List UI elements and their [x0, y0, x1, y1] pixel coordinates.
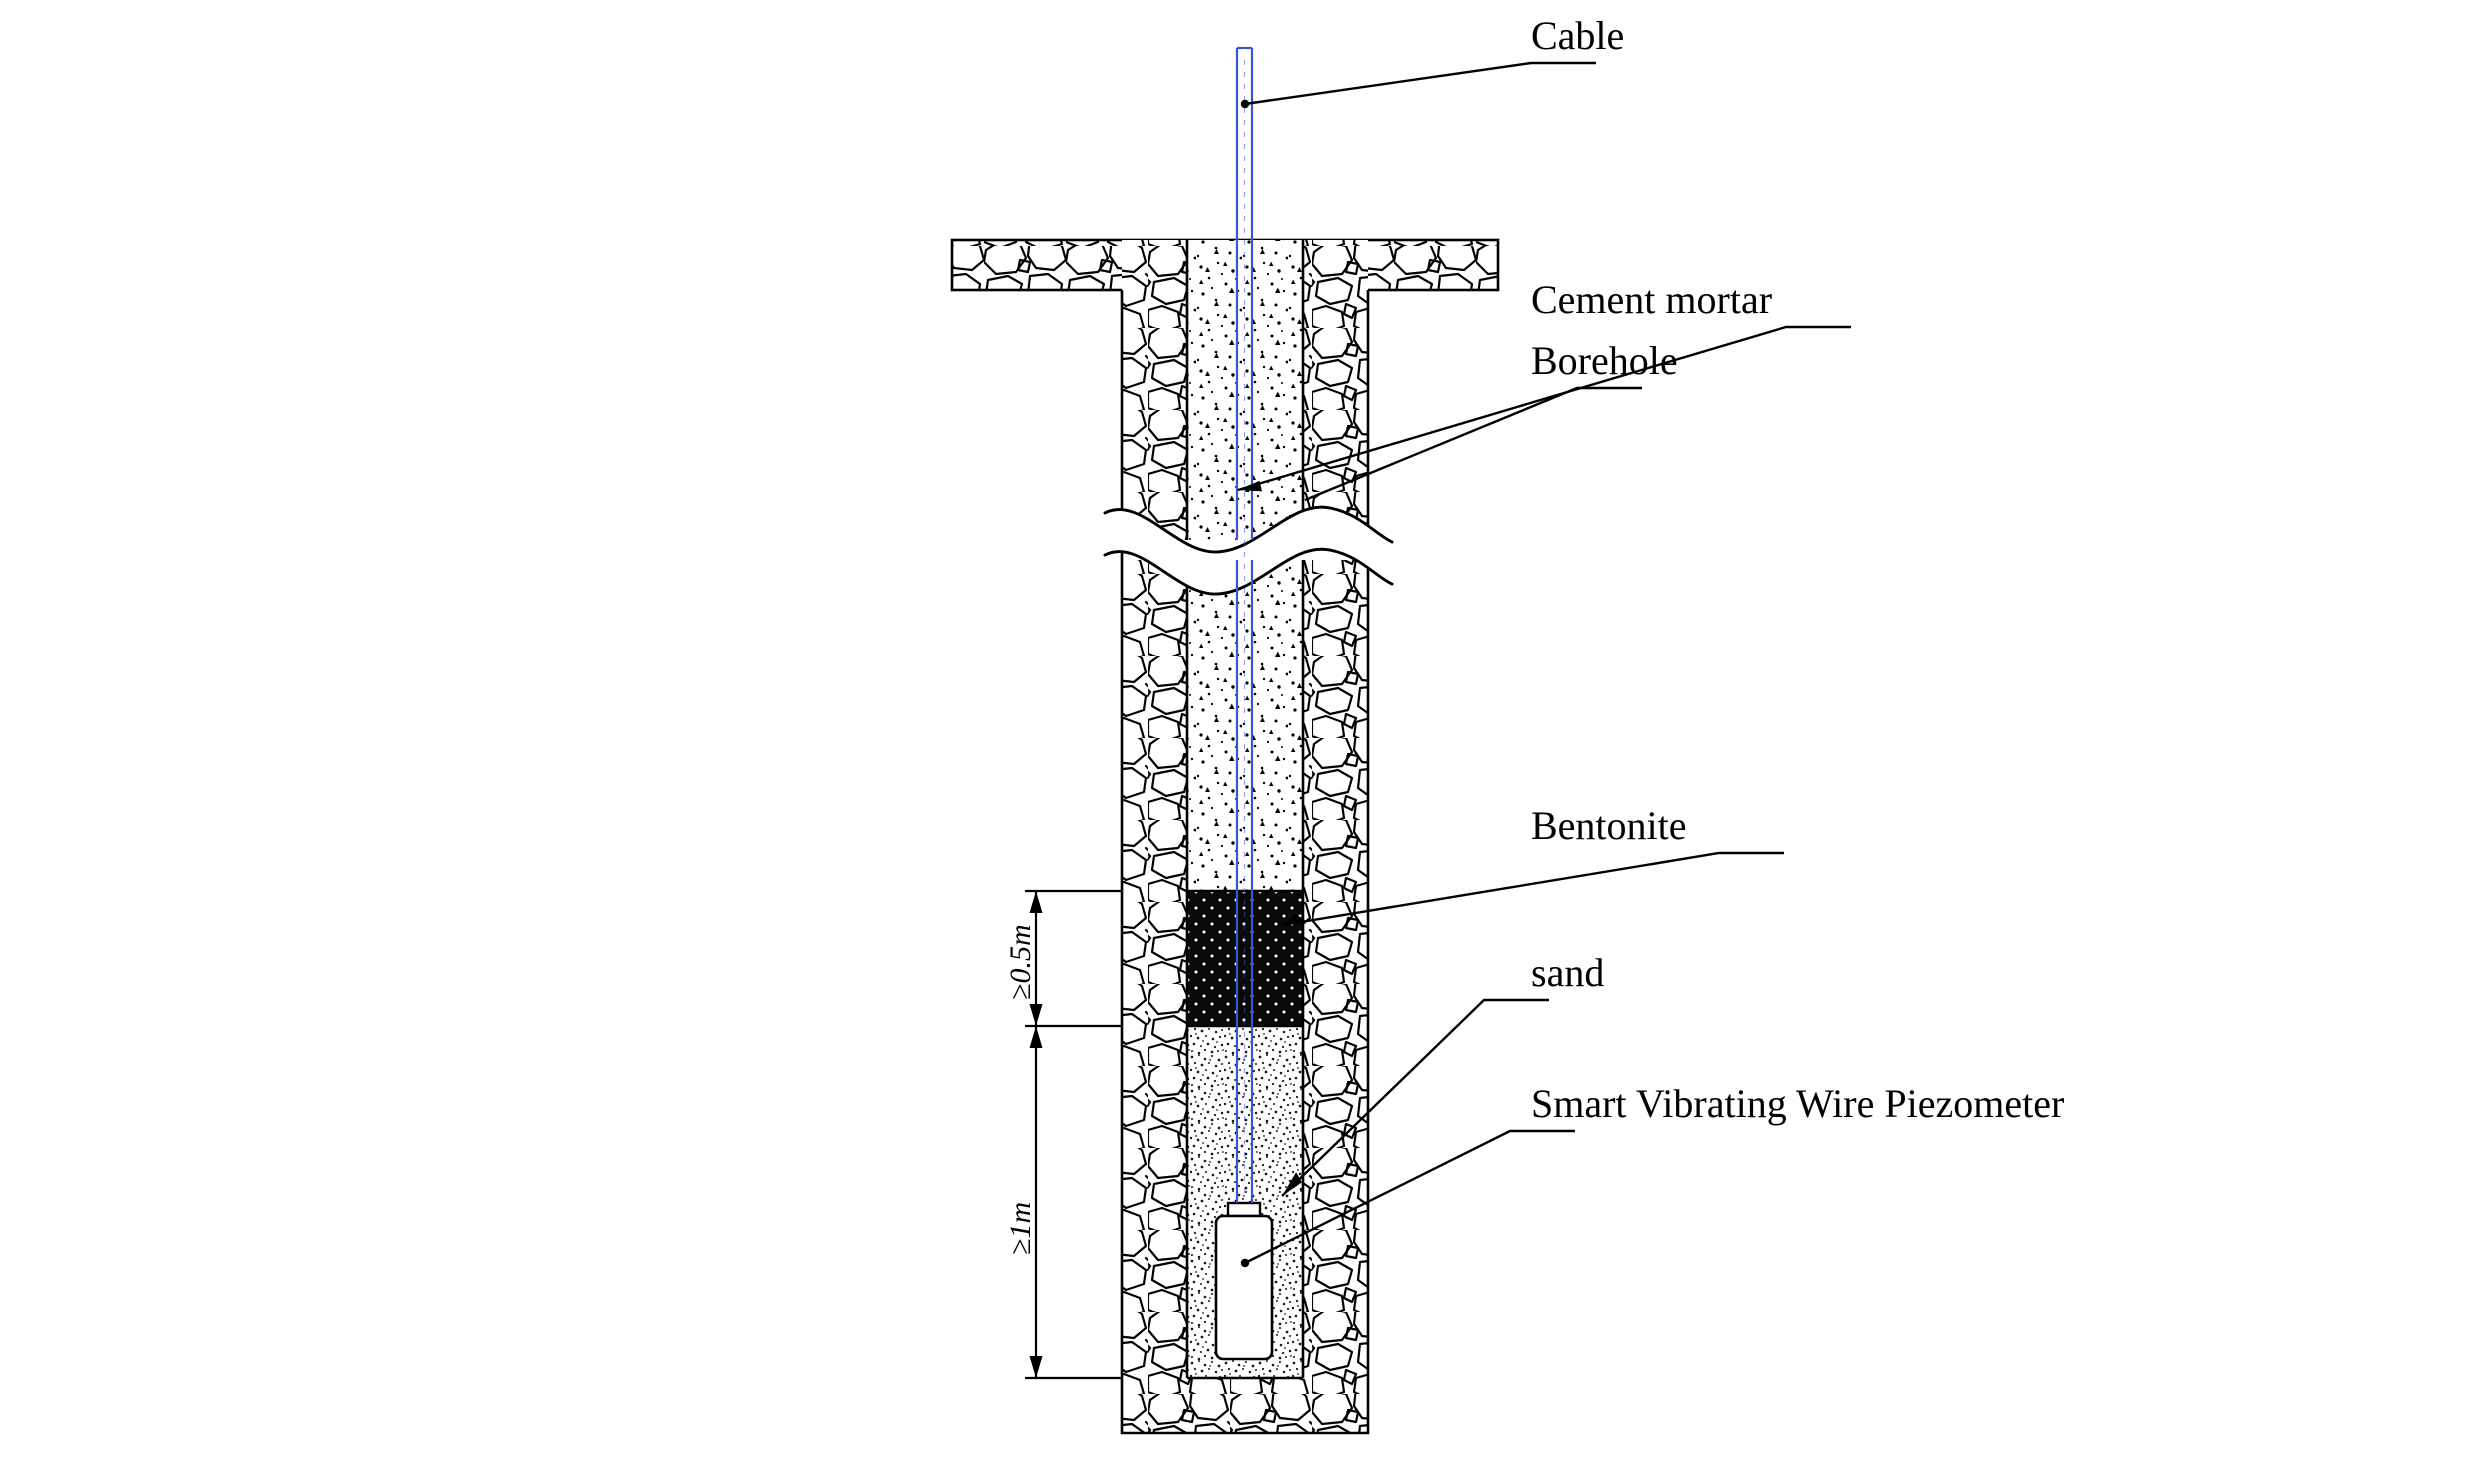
- piezometer-body: [1214, 1201, 1274, 1361]
- shaft-outlines: [1120, 240, 1370, 1435]
- dimension-sand-depth: ≥1m: [1004, 1202, 1037, 1255]
- break-line-gap: [1103, 505, 1394, 596]
- leader-lines: [1237, 61, 1851, 1268]
- bentonite-layer: [1187, 891, 1303, 1026]
- label-borehole: Borehole: [1531, 338, 1678, 383]
- soil-body: [1122, 240, 1368, 1433]
- label-piezometer: Smart Vibrating Wire Piezometer: [1531, 1081, 2064, 1126]
- label-cement-mortar: Cement mortar: [1531, 277, 1772, 322]
- label-cable: Cable: [1531, 13, 1624, 58]
- cable: [1235, 46, 1254, 1203]
- ground-slab: [950, 238, 1500, 292]
- dimension-lines: [1025, 889, 1123, 1380]
- label-bentonite: Bentonite: [1531, 803, 1687, 848]
- label-sand: sand: [1531, 950, 1604, 995]
- dimension-bentonite-thickness: ≥0.5m: [1004, 924, 1037, 1000]
